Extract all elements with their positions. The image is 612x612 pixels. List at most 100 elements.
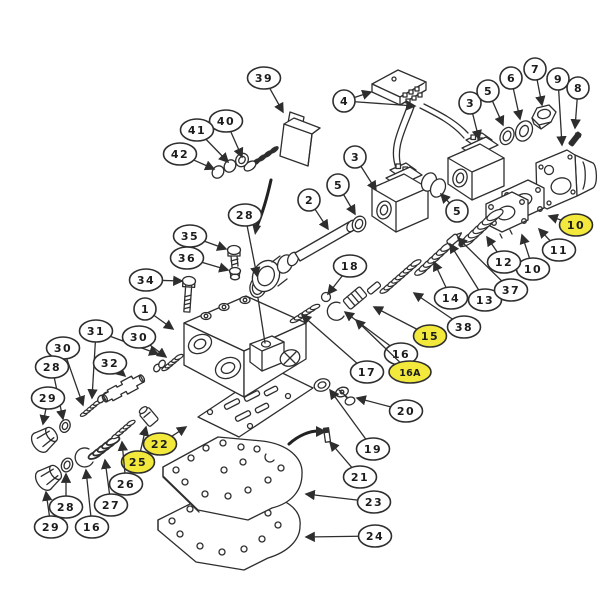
svg-text:30: 30 (54, 342, 72, 355)
balloon-22: 22 (142, 426, 188, 456)
balloon-21: 21 (328, 440, 378, 489)
svg-text:5: 5 (484, 85, 492, 98)
svg-text:10: 10 (567, 219, 585, 232)
svg-text:14: 14 (442, 292, 460, 305)
svg-text:28: 28 (236, 209, 254, 222)
body-gasket-part (197, 367, 314, 438)
housing-part (535, 149, 598, 210)
coil-left-part (371, 162, 429, 233)
balloon-6: 6 (499, 66, 524, 121)
balloon-23: 23 (304, 489, 392, 514)
coil-right-part (447, 132, 505, 201)
separator-plate-part (162, 436, 303, 521)
balloon-5: 5 (476, 79, 505, 127)
balloon-27: 27 (93, 458, 129, 517)
locator-arrow (287, 426, 327, 446)
washer-part (313, 378, 331, 392)
washer-6-part (514, 120, 534, 142)
svg-text:32: 32 (101, 357, 119, 370)
balloon-15: 15 (372, 306, 448, 348)
svg-text:37: 37 (502, 284, 520, 297)
svg-text:31: 31 (87, 325, 105, 338)
svg-text:13: 13 (476, 294, 494, 307)
balloon-35: 35 (172, 224, 228, 251)
svg-text:29: 29 (42, 521, 60, 534)
svg-text:34: 34 (137, 274, 155, 287)
balloon-39: 39 (246, 66, 284, 114)
svg-text:23: 23 (365, 496, 383, 509)
balloon-30: 30 (121, 325, 168, 358)
nut-part (228, 266, 242, 281)
balloon-7: 7 (523, 57, 547, 107)
svg-text:40: 40 (217, 115, 235, 128)
balloon-32: 32 (92, 351, 128, 378)
svg-text:28: 28 (43, 361, 61, 374)
dowel-pin-part (322, 427, 332, 443)
o-ring-42-41-40-parts (211, 152, 249, 179)
svg-text:2: 2 (305, 194, 313, 207)
wire-harness-part (371, 69, 469, 171)
balloon-19: 19 (329, 388, 391, 461)
svg-text:16A: 16A (399, 368, 421, 379)
svg-text:25: 25 (129, 456, 147, 469)
balloon-38: 38 (412, 292, 482, 339)
balloon-5: 5 (439, 192, 469, 223)
balloon-14: 14 (433, 260, 469, 310)
svg-text:41: 41 (188, 124, 206, 137)
balloon-34: 34 (128, 268, 184, 292)
svg-text:28: 28 (57, 501, 75, 514)
balloon-25: 25 (120, 425, 156, 474)
balloon-40: 40 (208, 109, 244, 159)
svg-text:35: 35 (181, 230, 199, 243)
svg-text:21: 21 (351, 471, 369, 484)
balloon-17: 17 (300, 313, 385, 384)
hex-nut-part (531, 104, 557, 130)
balloon-18: 18 (327, 254, 368, 296)
balloon-28: 28 (227, 203, 263, 278)
balloon-4: 4 (332, 89, 417, 113)
balloon-12: 12 (486, 235, 522, 274)
balloon-28: 28 (48, 472, 84, 519)
svg-text:5: 5 (453, 205, 461, 218)
balloon-37: 37 (456, 236, 529, 302)
balloon-28: 28 (34, 355, 70, 421)
svg-text:29: 29 (39, 392, 57, 405)
svg-text:12: 12 (495, 256, 513, 269)
balloon-10: 10 (547, 213, 594, 237)
balloon-16: 16 (343, 311, 419, 366)
balloon-42: 42 (162, 142, 216, 171)
balloon-29: 29 (30, 386, 66, 426)
svg-text:27: 27 (102, 499, 120, 512)
left-stack-parts (30, 353, 184, 491)
balloon-3: 3 (343, 145, 377, 192)
svg-text:4: 4 (340, 95, 348, 108)
svg-text:6: 6 (507, 72, 515, 85)
svg-text:16: 16 (83, 521, 101, 534)
balloon-36: 36 (169, 246, 230, 273)
balloon-8: 8 (566, 76, 590, 130)
o-ring-5-parts (351, 126, 515, 233)
spool-part (342, 286, 368, 310)
balloon-10: 10 (515, 233, 551, 281)
svg-text:38: 38 (455, 321, 473, 334)
svg-text:3: 3 (466, 97, 474, 110)
snap-ring-part (326, 301, 345, 321)
balloon-20: 20 (355, 395, 424, 423)
balloon-26: 26 (108, 440, 144, 496)
svg-text:20: 20 (397, 405, 415, 418)
svg-text:9: 9 (554, 73, 562, 86)
balloon-24: 24 (304, 524, 393, 548)
mounting-bolt-part (181, 275, 197, 313)
svg-text:30: 30 (130, 331, 148, 344)
svg-text:1: 1 (141, 303, 149, 316)
balloon-1: 1 (133, 297, 175, 330)
svg-text:42: 42 (171, 148, 189, 161)
balloon-41: 41 (179, 118, 230, 164)
balloon-31: 31 (78, 319, 160, 400)
solenoid-part (243, 111, 321, 235)
svg-text:18: 18 (341, 260, 359, 273)
svg-text:5: 5 (334, 179, 342, 192)
